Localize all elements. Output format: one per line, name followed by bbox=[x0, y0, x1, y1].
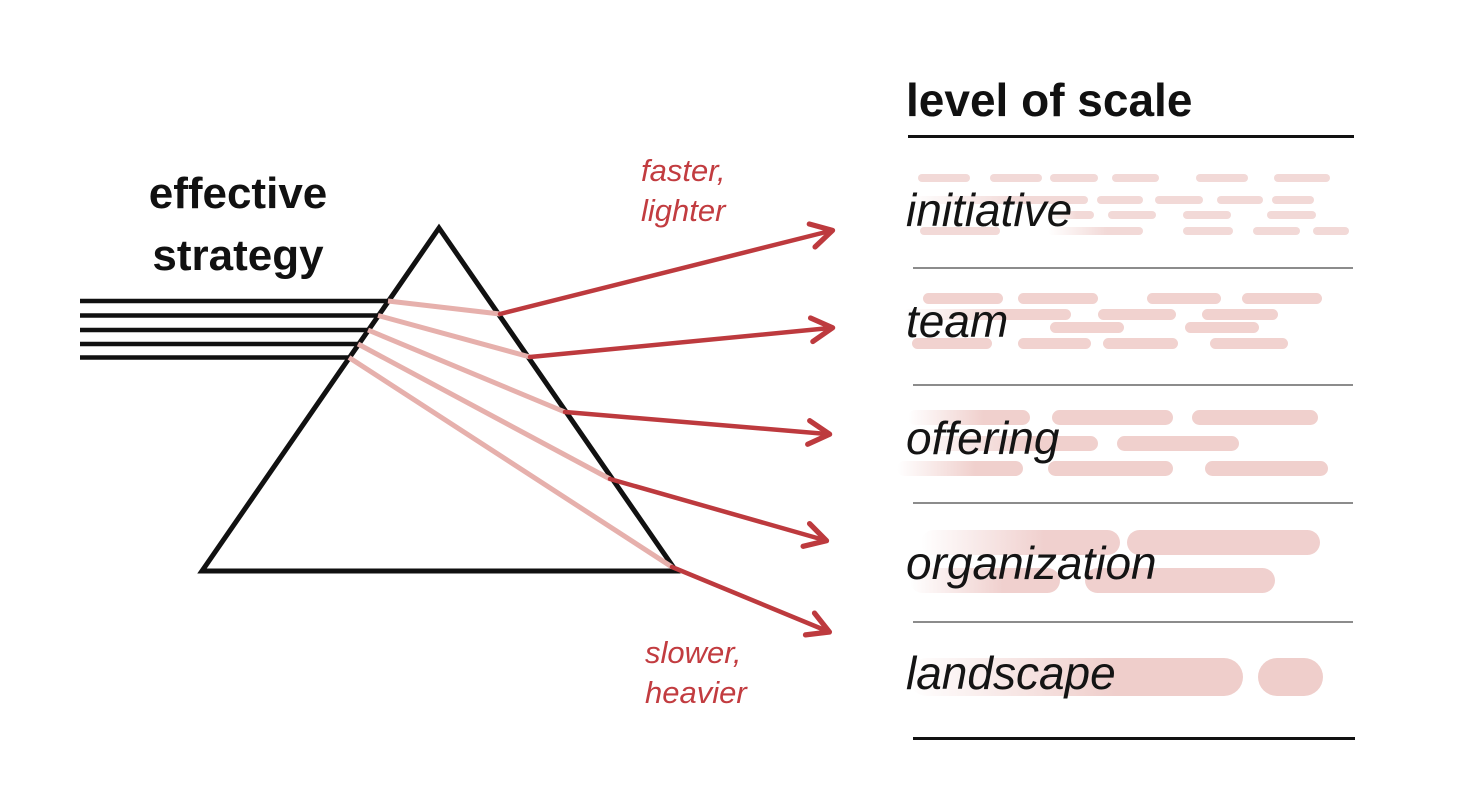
redacted-text-blob bbox=[1185, 322, 1259, 333]
refracted-ray-5 bbox=[347, 355, 674, 570]
redacted-text-blob bbox=[1210, 338, 1288, 349]
dispersed-arrow-initiative bbox=[497, 221, 836, 317]
slower-heavier-note: slower, heavier bbox=[645, 635, 747, 710]
row-separator bbox=[913, 384, 1353, 386]
redacted-text-blob bbox=[1202, 309, 1278, 320]
redacted-text-blob bbox=[1085, 568, 1275, 593]
refracted-ray-2 bbox=[377, 313, 531, 360]
faster-lighter-note: faster, lighter bbox=[641, 153, 726, 228]
redacted-text-blob bbox=[921, 530, 1120, 555]
redacted-text-blob bbox=[1192, 410, 1318, 425]
redacted-text-blob bbox=[1272, 196, 1314, 204]
redacted-text-blob bbox=[1048, 227, 1143, 235]
redacted-text-blob bbox=[1052, 410, 1173, 425]
redacted-text-blob bbox=[990, 174, 1042, 182]
redacted-text-blob bbox=[910, 568, 1060, 593]
dispersed-arrow-organization bbox=[607, 476, 830, 549]
refracted-ray-3 bbox=[367, 327, 566, 415]
redacted-text-blob bbox=[1155, 196, 1203, 204]
redacted-text-blob bbox=[1047, 211, 1094, 219]
redacted-text-blob bbox=[908, 410, 1030, 425]
scale-row-label-team: team bbox=[906, 295, 1009, 347]
dispersed-arrow-team bbox=[527, 315, 836, 360]
scale-row-label-organization: organization bbox=[906, 537, 1157, 589]
redacted-text-blob bbox=[1313, 227, 1349, 235]
redacted-text-blob bbox=[912, 338, 992, 349]
refracted-ray-4 bbox=[356, 341, 612, 482]
redacted-text-blob bbox=[910, 196, 1088, 204]
redacted-text-blob bbox=[1127, 530, 1320, 555]
redacted-text-blob bbox=[1196, 174, 1248, 182]
redacted-text-blob bbox=[923, 293, 1003, 304]
redacted-text-blob bbox=[1258, 658, 1323, 696]
redacted-text-blob bbox=[1097, 196, 1143, 204]
redacted-text-blob bbox=[1103, 338, 1178, 349]
redacted-text-blob bbox=[908, 658, 1243, 696]
panel-bottom-line bbox=[913, 737, 1355, 740]
redacted-text-blob bbox=[1183, 211, 1231, 219]
redacted-text-blob bbox=[1048, 461, 1173, 476]
title-underline bbox=[908, 135, 1354, 138]
redacted-text-blob bbox=[1018, 293, 1098, 304]
scale-row-label-offering: offering bbox=[906, 412, 1060, 464]
redacted-text-blob bbox=[1117, 436, 1239, 451]
redacted-text-blob bbox=[1205, 461, 1328, 476]
redacted-text-blob bbox=[920, 227, 1000, 235]
redacted-text-blob bbox=[1112, 174, 1159, 182]
redacted-text-blob bbox=[908, 436, 1098, 451]
redacted-text-blob bbox=[918, 174, 970, 182]
redacted-text-blob bbox=[1267, 211, 1316, 219]
redacted-text-blob bbox=[1242, 293, 1322, 304]
redacted-text-blob bbox=[1253, 227, 1300, 235]
redacted-text-blob bbox=[1050, 322, 1124, 333]
redacted-text-blob bbox=[1274, 174, 1330, 182]
redacted-text-blob bbox=[1183, 227, 1233, 235]
scale-row-label-landscape: landscape bbox=[906, 647, 1116, 699]
redacted-text-blob bbox=[1147, 293, 1221, 304]
redacted-text-blob bbox=[1018, 338, 1091, 349]
dispersed-arrow-landscape bbox=[669, 564, 833, 638]
redacted-text-blob bbox=[1098, 309, 1176, 320]
refracted-ray-1 bbox=[387, 298, 501, 317]
redacted-text-blob bbox=[1217, 196, 1263, 204]
redacted-text-blob bbox=[1050, 174, 1098, 182]
redacted-text-blob bbox=[1108, 211, 1156, 219]
redacted-text-blob bbox=[897, 461, 1023, 476]
redacted-text-blob bbox=[903, 309, 1071, 320]
prism-triangle bbox=[197, 223, 681, 574]
dispersed-arrow-offering bbox=[562, 409, 833, 447]
level-of-scale-title: level of scale bbox=[906, 74, 1193, 126]
row-separator bbox=[913, 267, 1353, 269]
scale-row-label-initiative: initiative bbox=[906, 184, 1073, 236]
row-separator bbox=[913, 502, 1353, 504]
row-separator bbox=[913, 621, 1353, 623]
effective-strategy-label: effective strategy bbox=[148, 169, 328, 280]
